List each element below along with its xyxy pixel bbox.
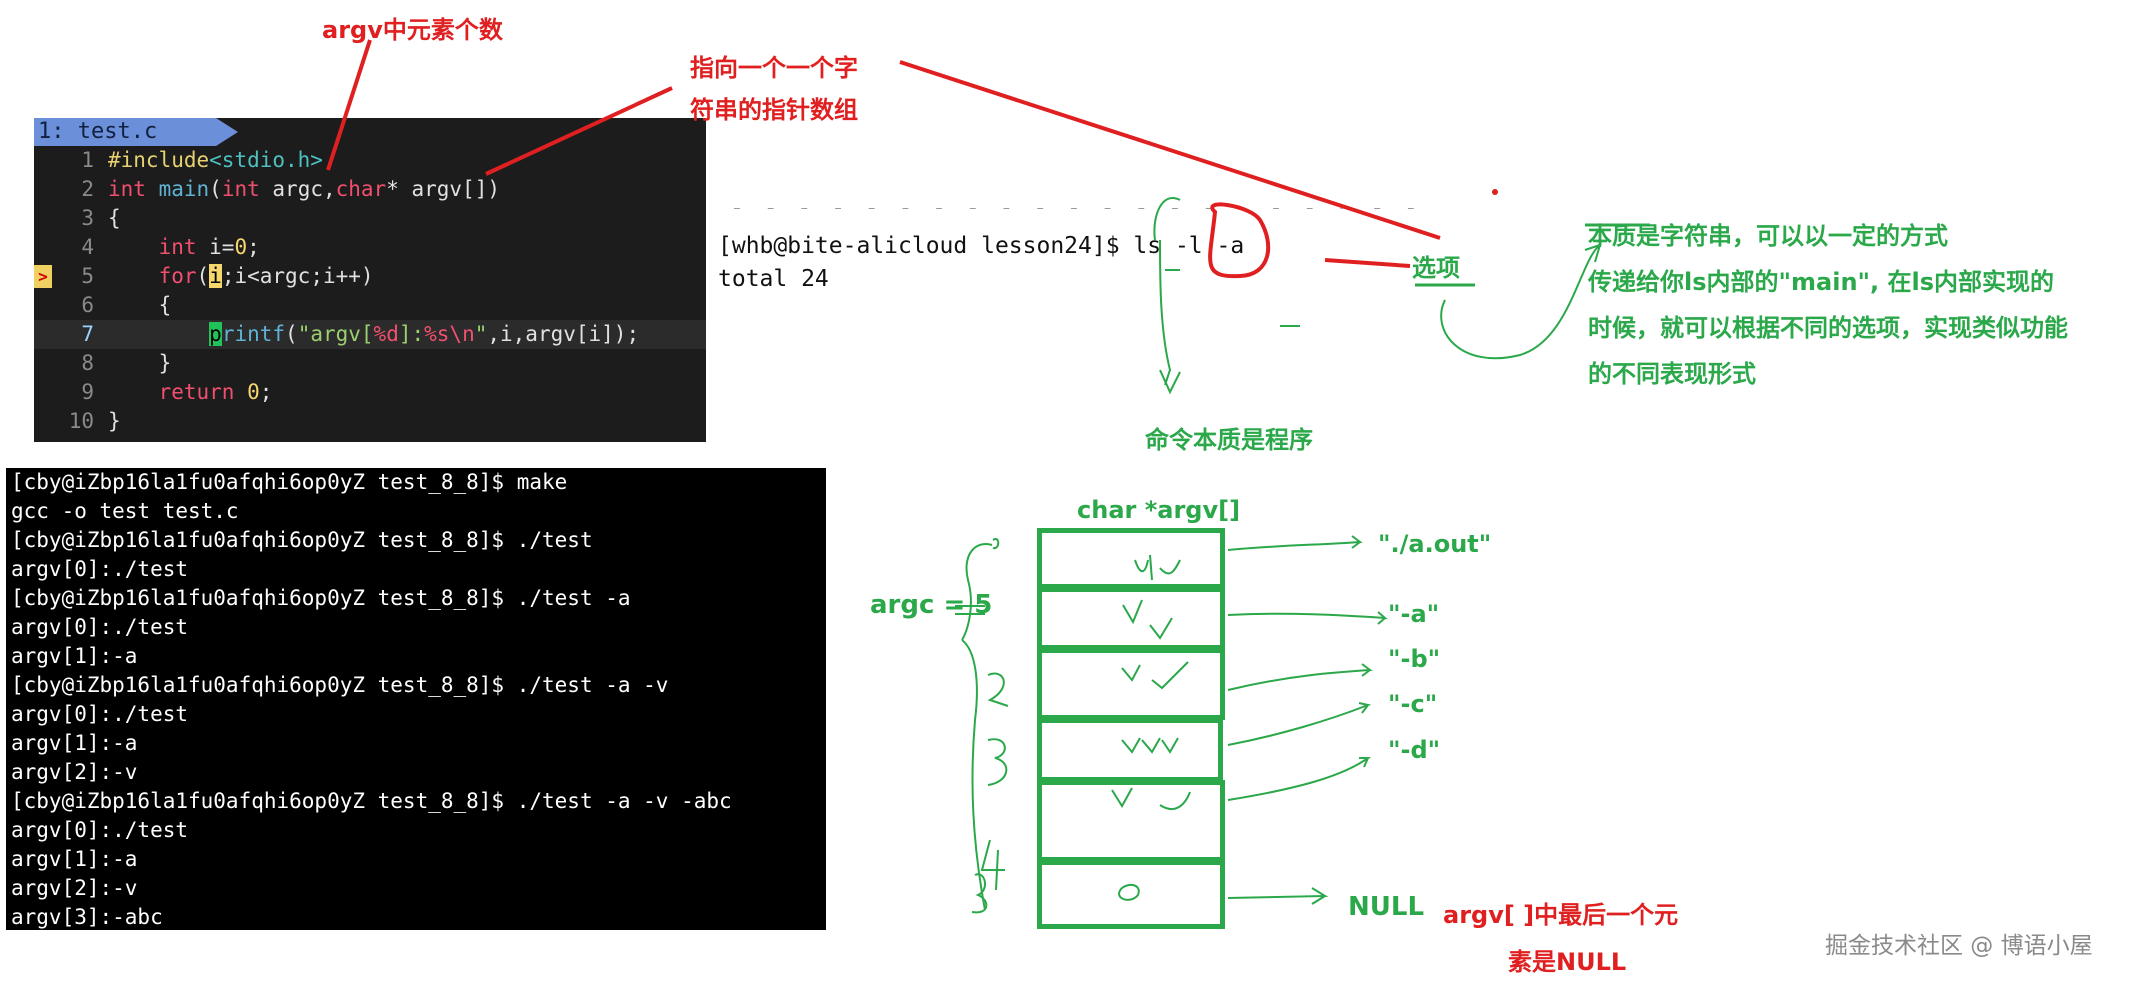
terminal-line: argv[2]:-v bbox=[11, 760, 138, 784]
string-a: "-a" bbox=[1388, 600, 1440, 628]
terminal-line: argv[2]:-v bbox=[11, 876, 138, 900]
string-b: "-b" bbox=[1388, 645, 1441, 673]
code-line-5: >5 for(i;i<argc;i++) bbox=[34, 262, 706, 291]
string-d: "-d" bbox=[1388, 736, 1441, 764]
terminal-line: argv[1]:-a bbox=[11, 644, 138, 668]
green-brace bbox=[961, 543, 993, 911]
terminal-line: [cby@iZbp16la1fu0afqhi6op0yZ test_8_8]$ … bbox=[11, 470, 568, 494]
red-pointer-argv bbox=[485, 86, 673, 176]
essence-line-4: 的不同表现形式 bbox=[1588, 360, 1756, 388]
terminal-line: argv[0]:./test bbox=[11, 615, 189, 639]
label-option: 选项 bbox=[1412, 254, 1460, 282]
green-arrow-null bbox=[1227, 887, 1329, 905]
code-line-4: 4 int i=0; bbox=[81, 235, 260, 259]
tab-arrow-decoration bbox=[216, 118, 238, 146]
red-pointer-argc bbox=[326, 39, 372, 171]
code-line-8: 8 } bbox=[81, 351, 172, 375]
terminal-line: [cby@iZbp16la1fu0afqhi6op0yZ test_8_8]$ … bbox=[11, 586, 631, 610]
cut-off-shell-line: - - - - - - - - - - - - - - - - - - - - … bbox=[730, 208, 1440, 218]
red-pointer-string bbox=[899, 60, 1441, 240]
essence-line-1: 本质是字符串，可以以一定的方式 bbox=[1588, 222, 1948, 250]
terminal-window[interactable]: [cby@iZbp16la1fu0afqhi6op0yZ test_8_8]$ … bbox=[6, 468, 826, 930]
terminal-line: argv[1]:-a bbox=[11, 847, 138, 871]
terminal-line: argv[3]:-abc bbox=[11, 905, 163, 929]
null-label: NULL bbox=[1348, 892, 1425, 922]
terminal-line: [cby@iZbp16la1fu0afqhi6op0yZ test_8_8]$ … bbox=[11, 789, 732, 813]
code-line-3: 3{ bbox=[81, 206, 121, 230]
green-arrow-command bbox=[1153, 197, 1181, 395]
terminal-line: [cby@iZbp16la1fu0afqhi6op0yZ test_8_8]$ … bbox=[11, 528, 593, 552]
green-arrow-cell3 bbox=[1227, 702, 1372, 746]
terminal-line: argv[0]:./test bbox=[11, 702, 189, 726]
terminal-line: argv[0]:./test bbox=[11, 818, 189, 842]
note-command-program: 命令本质是程序 bbox=[1145, 426, 1313, 454]
shell-prompt-line: [whb@bite-alicloud lesson24]$ ls -l -a bbox=[718, 233, 1245, 259]
argc-equals-5: argc = 5 bbox=[870, 590, 993, 620]
red-dot bbox=[1492, 189, 1498, 195]
text-cursor: p bbox=[209, 322, 222, 346]
argv-cell-3 bbox=[1037, 718, 1223, 782]
note-null-2: 素是NULL bbox=[1508, 948, 1627, 976]
argv-cell-4 bbox=[1037, 780, 1225, 862]
breakpoint-sign-icon[interactable]: > bbox=[34, 265, 52, 288]
tab-test-c[interactable]: 1: test.c bbox=[34, 118, 216, 146]
argv-cell-null bbox=[1037, 860, 1225, 929]
note-null-1: argv[ ]中最后一个元 bbox=[1443, 901, 1679, 929]
essence-line-2: 传递给你ls内部的"main", 在ls内部实现的 bbox=[1588, 268, 2055, 296]
watermark: 掘金技术社区 @ 博语小屋 bbox=[1825, 933, 2093, 959]
code-line-7-current: 7 printf("argv[%d]:%s\n",i,argv[i]); bbox=[34, 320, 706, 349]
code-line-9: 9 return 0; bbox=[81, 380, 273, 404]
essence-line-3: 时候，就可以根据不同的选项，实现类似功能 bbox=[1588, 314, 2068, 342]
terminal-line: argv[0]:./test bbox=[11, 557, 189, 581]
array-title: char *argv[] bbox=[1077, 496, 1241, 524]
code-line-1: 1#include<stdio.h> bbox=[81, 148, 323, 172]
green-arrow-essence bbox=[1440, 242, 1602, 360]
note-argc-count: argv中元素个数 bbox=[322, 16, 503, 44]
argv-cell-1 bbox=[1037, 587, 1225, 650]
terminal-line: argv[1]:-a bbox=[11, 731, 138, 755]
terminal-line: [cby@iZbp16la1fu0afqhi6op0yZ test_8_8]$ … bbox=[11, 673, 669, 697]
string-c: "-c" bbox=[1388, 690, 1438, 718]
code-line-10: 10} bbox=[68, 409, 121, 433]
green-arrow-cell4 bbox=[1227, 757, 1372, 801]
argv-cell-0 bbox=[1037, 528, 1225, 589]
note-argv-pointer-1: 指向一个一个字 bbox=[690, 54, 858, 82]
green-arrow-cell0 bbox=[1227, 535, 1363, 551]
shell-output-line: total 24 bbox=[718, 266, 829, 292]
red-circle-options bbox=[1208, 202, 1271, 279]
note-argv-pointer-2: 符串的指针数组 bbox=[690, 96, 858, 124]
terminal-line: gcc -o test test.c bbox=[11, 499, 239, 523]
argv-cell-2 bbox=[1037, 648, 1225, 720]
string-a-out: "./a.out" bbox=[1378, 530, 1492, 558]
red-pointer-options bbox=[1324, 258, 1411, 268]
green-arrow-cell2 bbox=[1227, 663, 1373, 691]
green-arrow-cell1 bbox=[1227, 611, 1388, 625]
match-highlight: i bbox=[209, 264, 222, 288]
code-line-6: 6 { bbox=[81, 293, 172, 317]
